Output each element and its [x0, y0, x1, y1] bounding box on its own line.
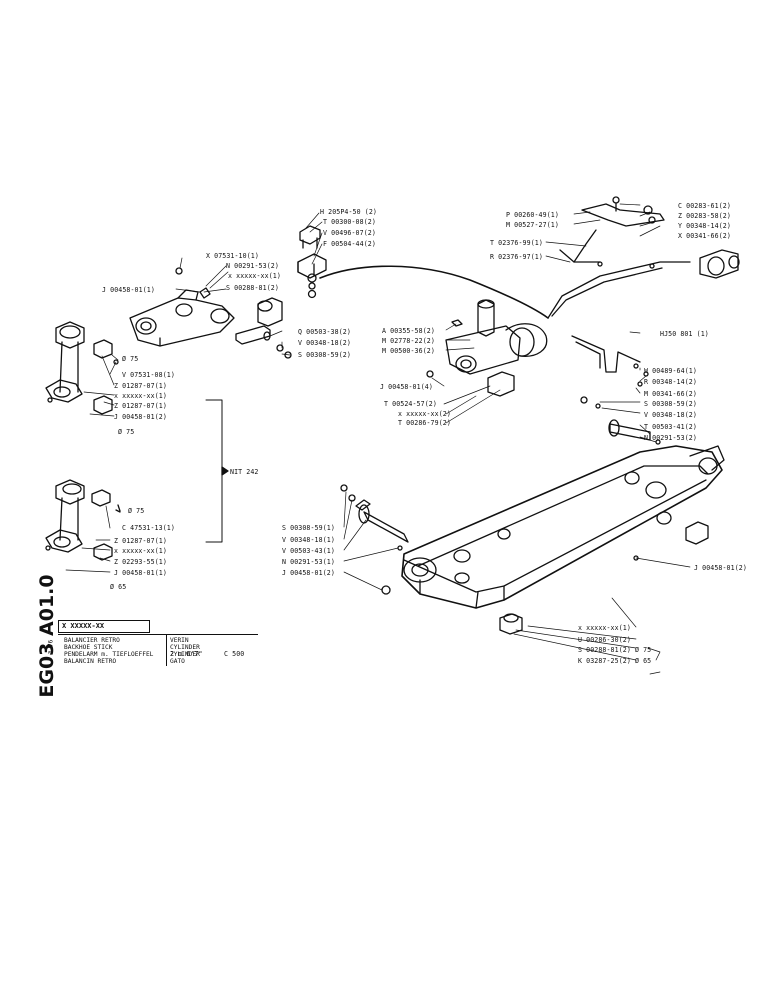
- stick-body-part: [401, 445, 725, 635]
- callout-j-00458-f: J 00458-01(2): [694, 564, 747, 572]
- callout-s-00288-b: S 00288-81(2) Ø 75: [578, 646, 652, 654]
- callout-n-00291-a: N 00291-53(2): [226, 262, 279, 270]
- callout-s-00308-b: S 00308-59(2): [644, 400, 697, 408]
- callout-x-xxxxx-c: x xxxxx-xx(1): [114, 547, 167, 555]
- cyl-name-de: ZYLINDER: [170, 651, 200, 658]
- part-code-box: [58, 620, 150, 633]
- callout-dia75-c: Ø 75: [128, 507, 145, 515]
- callout-x-00341: X 00341-66(2): [678, 232, 731, 240]
- title-column-divider: [166, 634, 167, 666]
- callout-dia75-a: Ø 75: [122, 355, 139, 363]
- callout-j-00458-e: J 00458-01(2): [282, 569, 335, 577]
- callout-t-00524: T 00524-57(2): [384, 400, 437, 408]
- callout-j-00458-c: J 00458-01(1): [114, 569, 167, 577]
- callout-v-00348-a: V 00348-18(2): [298, 339, 351, 347]
- drawing-date-text: 3-76: [47, 639, 55, 655]
- callout-z-00283: Z 00283-58(2): [678, 212, 731, 220]
- callout-w-00489: W 00489-64(1): [644, 367, 697, 375]
- leader-lines: [65, 203, 691, 675]
- callout-c-00283: C 00283-61(2): [678, 202, 731, 210]
- title-block: X XXXXX-XX BALANCIER RETRO BACKHOE STICK…: [58, 620, 258, 678]
- drawing-date: 3-76: [44, 632, 58, 662]
- callout-hj50: HJ50 801 (1): [660, 330, 709, 338]
- callout-x-xxxxx-e: x xxxxx-xx(1): [578, 624, 631, 632]
- callout-q-00503: Q 00503-38(2): [298, 328, 351, 336]
- part-name-fr: BALANCIER RETRO: [64, 637, 120, 644]
- callout-nit: NIT 242: [230, 468, 259, 476]
- title-divider: [58, 634, 258, 635]
- callout-a-00355: A 00355-58(2): [382, 327, 435, 335]
- callout-v-07531: V 07531-08(1): [122, 371, 175, 379]
- rod-assembly-1: [45, 321, 119, 415]
- callout-z-01287-b: Z 01287-07(1): [114, 402, 167, 410]
- callout-dia65-a: Ø 65: [110, 583, 127, 591]
- cylinder-head-fitting: [297, 225, 549, 319]
- callout-p-00260: P 00260-49(1): [506, 211, 559, 219]
- callout-r-02376: R 02376-97(1): [490, 253, 543, 261]
- callout-v-00348-b: V 00348-18(2): [644, 411, 697, 419]
- callout-z-01287-c: Z 01287-07(1): [114, 537, 167, 545]
- callout-m-00500: M 00500-36(2): [382, 347, 435, 355]
- callout-m-00527: M 00527-27(1): [506, 221, 559, 229]
- cyl-name-es: GATO: [170, 658, 185, 665]
- callout-m-00341: M 00341-66(2): [644, 390, 697, 398]
- callout-t-00503: T 00503-41(2): [644, 423, 697, 431]
- bracket-part: [571, 335, 649, 409]
- callout-m-02778: M 02778-22(2): [382, 337, 435, 345]
- callout-k-03287: K 03287-25(2) Ø 65: [578, 657, 652, 665]
- part-name-de: PENDELARM m. TIEFLOEFFEL: [64, 651, 154, 658]
- callout-v-00503: V 00503-43(1): [282, 547, 335, 555]
- callout-y-00348: Y 00348-14(2): [678, 222, 731, 230]
- callout-z-02293: Z 02293-55(1): [114, 558, 167, 566]
- callout-j-00458-d: J 00458-01(4): [380, 383, 433, 391]
- swivel-head-part: [426, 299, 548, 397]
- cylinder-names: VERIN CYLINDER ZYLINDER GATO: [170, 637, 200, 665]
- dimension-label: 2 m 6'7": [170, 650, 203, 658]
- callout-z-01287-a: Z 01287-07(1): [114, 382, 167, 390]
- callout-x-xxxxx-b: x xxxxx-xx(1): [114, 392, 167, 400]
- model-label: C 500: [224, 650, 245, 658]
- part-code: X XXXXX-XX: [62, 622, 105, 630]
- cyl-name-fr: VERIN: [170, 637, 189, 644]
- callout-c-47531: C 47531-13(1): [122, 524, 175, 532]
- part-names: BALANCIER RETRO BACKHOE STICK PENDELARM …: [64, 637, 153, 665]
- callout-x-xxxxx-a: x xxxxx-xx(1): [228, 272, 281, 280]
- part-name-es: BALANCIN RETRO: [64, 658, 117, 665]
- callout-h-205p4: H 205P4-50 (2): [320, 208, 377, 216]
- lower-pin-part: [340, 484, 409, 595]
- callout-j-00458-a: J 00458-01(1): [102, 286, 155, 294]
- cyl-name-en: CYLINDER: [170, 644, 200, 651]
- callout-t-00286: T 00286-79(2): [398, 419, 451, 427]
- callout-u-00286: U 00286-30(2): [578, 636, 631, 644]
- rod-assembly-2: [45, 479, 121, 561]
- callout-t-02376: T 02376-99(1): [490, 239, 543, 247]
- callout-r-00348: R 00348-14(2): [644, 378, 697, 386]
- callout-x-xxxxx-d: x xxxxx-xx(2): [398, 410, 451, 418]
- callout-v-00496: V 00496-07(2): [323, 229, 376, 237]
- callout-x-07531: X 07531-10(1): [206, 252, 259, 260]
- nit-bracket: [205, 399, 223, 543]
- callout-t-00300: T 00300-08(2): [323, 218, 376, 226]
- hose-clamp-parts: [547, 196, 740, 319]
- callout-s-00308-a: S 00308-59(2): [298, 351, 351, 359]
- callout-dia75-b: Ø 75: [118, 428, 135, 436]
- callout-s-00308-c: S 00308-59(1): [282, 524, 335, 532]
- callout-s-00288-a: S 00288-81(2): [226, 284, 279, 292]
- callout-n-00291-b: N 00291-53(2): [644, 434, 697, 442]
- part-name-en: BACKHOE STICK: [64, 644, 113, 651]
- callout-v-00348-c: V 00348-18(1): [282, 536, 335, 544]
- callout-n-00291-c: N 00291-53(1): [282, 558, 335, 566]
- callout-f-00504: F 00504-44(2): [323, 240, 376, 248]
- callout-j-00458-b: J 00458-01(2): [114, 413, 167, 421]
